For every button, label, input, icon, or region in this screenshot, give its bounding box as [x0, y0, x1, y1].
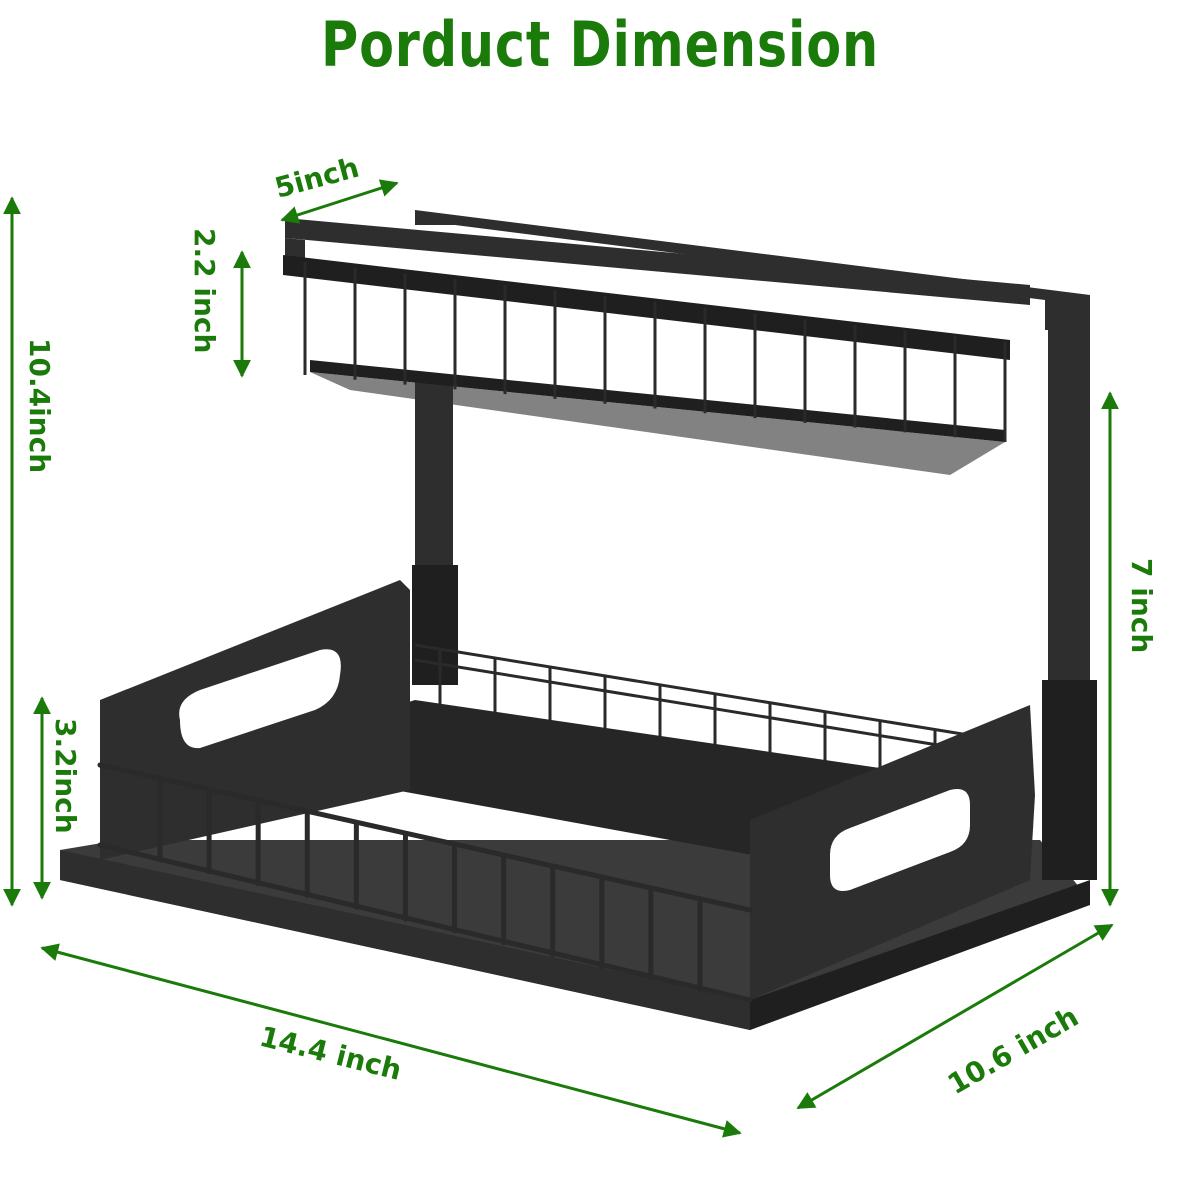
top-basket-depth-arrow: [280, 179, 399, 224]
top-basket: [283, 218, 1030, 475]
rear-right-post-upper: [1048, 300, 1090, 695]
width-arrow: [40, 943, 742, 1138]
rear-right-post-lower: [1042, 680, 1097, 880]
page-title: Porduct Dimension: [320, 8, 880, 81]
top-frame-bar: [415, 210, 1090, 330]
total-height-label: 10.4inch: [23, 338, 56, 473]
top-basket-floor-edge: [310, 360, 1005, 442]
top-basket-rear-rim: [285, 218, 1030, 305]
upper-clearance-label: 7 inch: [1125, 558, 1158, 653]
width-label: 14.4 inch: [256, 1020, 405, 1087]
top-basket-height-label: 2.2 inch: [188, 228, 221, 353]
top-basket-front-rim: [283, 255, 1010, 360]
depth-arrow: [796, 923, 1114, 1110]
right-handle-cutout: [830, 789, 970, 891]
left-handle-cutout: [179, 649, 341, 749]
top-basket-wires: [303, 262, 1007, 442]
depth-label: 10.6 inch: [942, 1000, 1084, 1101]
rear-left-post-upper: [415, 380, 453, 595]
bottom-basket-height-label: 3.2inch: [49, 718, 82, 834]
top-basket-depth-label: 5inch: [271, 151, 362, 205]
